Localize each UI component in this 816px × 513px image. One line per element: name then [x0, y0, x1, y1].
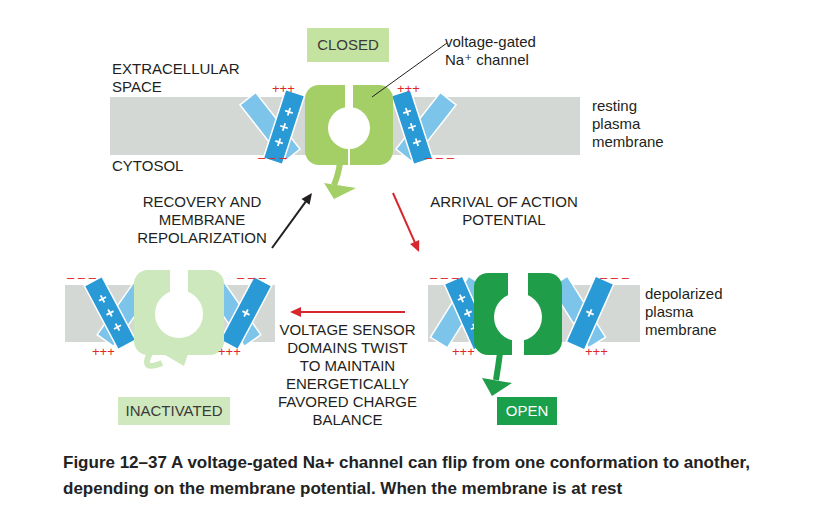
transition-arrow	[393, 193, 415, 243]
state-label-box: CLOSED	[307, 28, 389, 62]
transition-label: VOLTAGE SENSOR DOMAINS TWIST TO MAINTAIN…	[276, 321, 419, 429]
annotation-label: CYTOSOL	[112, 157, 212, 175]
annotation-label: voltage-gated Na⁺ channel	[445, 33, 555, 69]
transition-label: ARRIVAL OF ACTION POTENTIAL	[430, 193, 578, 229]
membrane-charge: +++	[452, 344, 492, 359]
arrow-head	[301, 193, 312, 205]
plus-charges	[97, 293, 123, 332]
open-channel	[474, 273, 562, 355]
inactivation-plug	[324, 183, 356, 199]
annotation-label: depolarized plasma membrane	[645, 285, 737, 339]
figure-caption: Figure 12–37 A voltage-gated Na+ channel…	[63, 450, 753, 502]
sensor-helix	[566, 276, 614, 350]
transition-label: RECOVERY AND MEMBRANE REPOLARIZATION	[134, 193, 270, 247]
inactivation-gate	[496, 353, 500, 380]
plus-charges	[274, 107, 294, 148]
state-panel: CLOSED	[255, 28, 460, 193]
arrow-head	[290, 307, 301, 317]
channel-gap	[508, 273, 528, 298]
voltage-sensor	[566, 276, 614, 350]
inactivation-gate	[334, 163, 340, 185]
membrane-charge: – – –	[430, 270, 470, 285]
membrane-charge: – – –	[425, 150, 465, 165]
membrane-charge: +++	[585, 344, 625, 359]
membrane-charge: +++	[218, 344, 258, 359]
inactivation-plug	[160, 342, 192, 366]
transition-arrow	[272, 201, 306, 248]
channel-seam	[348, 149, 350, 165]
inactivated-channel	[134, 270, 224, 355]
arrow-head	[410, 240, 419, 252]
channel-gap	[345, 85, 353, 110]
voltage-sensor	[84, 277, 135, 350]
closed-channel	[305, 85, 393, 165]
sensor-helix	[220, 277, 271, 350]
annotation-label: EXTRACELLULAR SPACE	[112, 60, 252, 96]
plus-charges	[241, 308, 252, 319]
membrane-charge: – – –	[67, 270, 107, 285]
state-label-box: OPEN	[497, 397, 557, 425]
channel-gap	[512, 338, 524, 355]
membrane-charge: – – –	[600, 270, 640, 285]
transition-arrow	[300, 311, 405, 313]
membrane-charge: – – –	[237, 270, 277, 285]
plus-charges	[402, 107, 422, 148]
inactivation-gate	[147, 353, 162, 366]
sensor-helix	[84, 277, 135, 350]
membrane-charge: +++	[397, 81, 437, 96]
channel-pore	[328, 107, 370, 149]
channel-gap	[170, 270, 188, 295]
membrane-charge: +++	[92, 344, 132, 359]
state-label-box: INACTIVATED	[118, 397, 230, 425]
plus-charges	[585, 308, 596, 319]
annotation-label: resting plasma membrane	[592, 97, 677, 151]
channel-pore	[155, 290, 203, 338]
channel-pore	[494, 293, 542, 341]
membrane-charge: +++	[272, 81, 312, 96]
inactivation-plug	[482, 378, 512, 396]
membrane-charge: – – –	[258, 150, 298, 165]
voltage-sensor	[220, 277, 271, 350]
